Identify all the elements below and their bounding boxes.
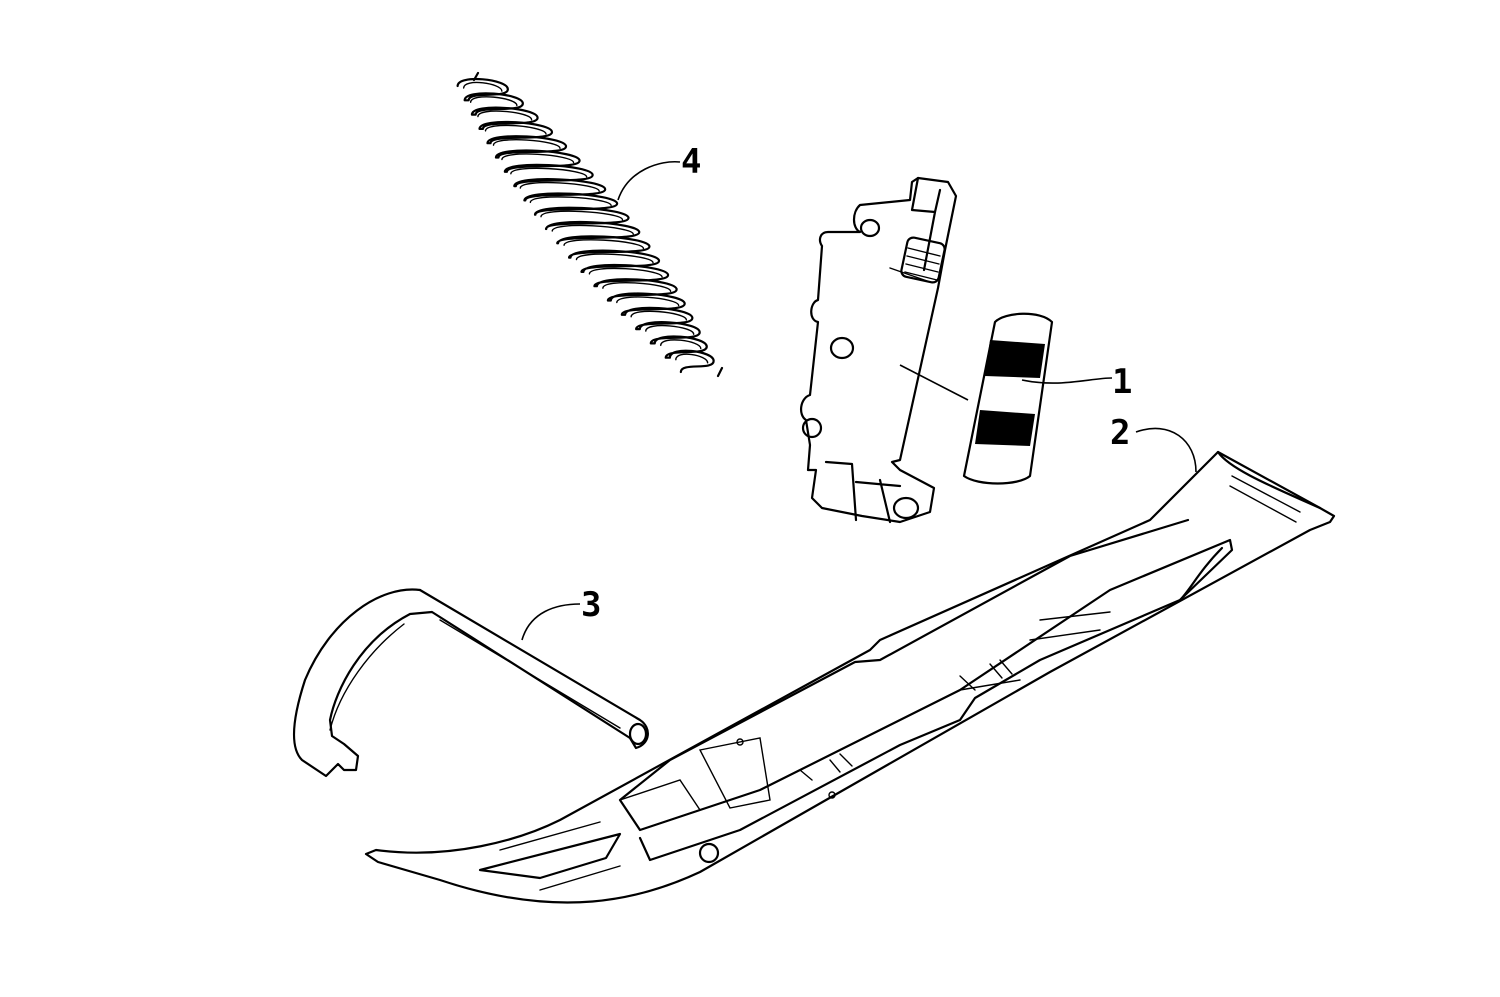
leader-2	[1135, 427, 1197, 473]
ski-part	[364, 450, 1336, 904]
leader-3	[521, 603, 581, 641]
leader-4	[617, 160, 681, 201]
ski-loop-part	[293, 588, 649, 778]
spring-part	[456, 71, 724, 378]
leader-1	[1021, 377, 1113, 384]
callout-2: 2	[1110, 413, 1130, 453]
callout-1: 1	[1112, 362, 1132, 402]
bushing-part	[962, 312, 1054, 485]
spindle-bracket-part	[800, 176, 958, 524]
callout-3: 3	[581, 585, 601, 625]
leader-lines	[521, 160, 1197, 641]
callout-4: 4	[681, 142, 701, 182]
leader-1-spindle	[899, 364, 969, 401]
